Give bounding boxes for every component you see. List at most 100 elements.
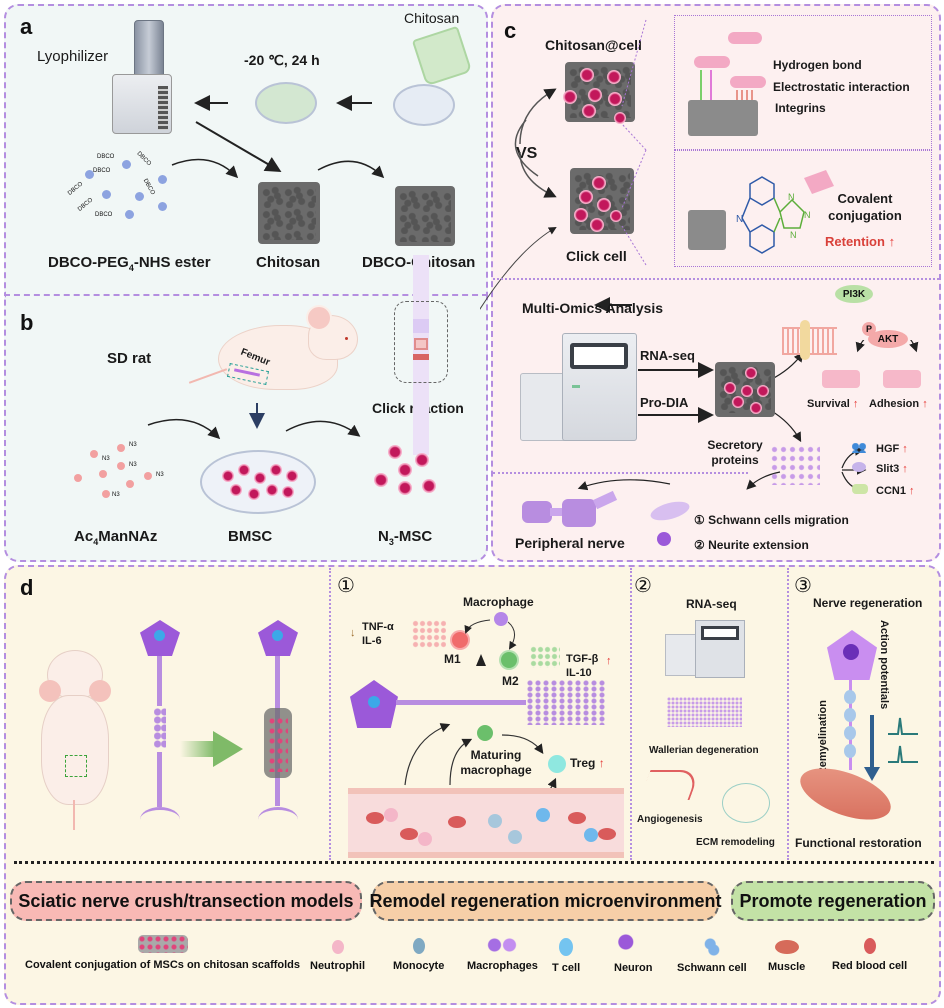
- sub2-number: ②: [634, 575, 652, 597]
- effect-neurite-extension: ② Neurite extension: [694, 538, 809, 552]
- dbco-peg-nhs-label: DBCO-PEG4-NHS ester: [48, 254, 211, 273]
- balance-icon: [476, 654, 486, 666]
- interaction-integrins: Integrins: [775, 101, 826, 115]
- n3-msc-cells: [360, 435, 450, 515]
- panel-c-arrows: [480, 19, 647, 313]
- petri-dish-empty-icon: [393, 84, 455, 126]
- sub2-divider: [630, 568, 632, 860]
- petri-dish-green-icon: [255, 82, 317, 124]
- ac4mannaz-label: Ac4ManNAz: [74, 528, 158, 547]
- panel-a-label: a: [20, 14, 33, 39]
- treg-icon: [548, 755, 566, 773]
- macrophage-label: Macrophage: [463, 595, 534, 609]
- pill-remodel-microenvironment: Remodel regeneration microenvironment: [369, 881, 722, 921]
- rna-seq-label: RNA-seq: [640, 348, 695, 363]
- treg-label: Treg ↑: [570, 756, 605, 770]
- macrophage-icon: [494, 612, 508, 626]
- arrow-bmsc-to-n3msc: [285, 420, 361, 437]
- sub3-number: ③: [794, 575, 812, 597]
- maturing-macrophage-icon: [477, 725, 493, 741]
- m2-icon: [501, 652, 517, 668]
- blood-vessel-icon: [348, 788, 624, 858]
- secretory-label: Secretory proteins: [707, 438, 763, 467]
- cell-adhesion-illustration: [688, 28, 768, 138]
- sequencer-icon: [520, 333, 638, 443]
- sub2-rna-seq-label: RNA-seq: [686, 597, 737, 611]
- panel-c-divider-2: [493, 472, 748, 474]
- legend-neutrophil: Neutrophil: [310, 940, 365, 972]
- panel-b-arrows: [147, 403, 361, 440]
- sub2-sequencer-icon: [665, 620, 745, 678]
- legend-t-cell: T cell: [552, 938, 580, 974]
- peripheral-nerve-icon: [522, 490, 618, 530]
- legend-macrophages: Macrophages: [467, 936, 538, 972]
- triazole-structure: N N N N: [688, 170, 834, 254]
- multi-omics-label: Multi-Omics Analysis: [522, 300, 664, 316]
- adhesion-cell-icon: [883, 370, 921, 388]
- angiogenesis-label: Angiogenesis: [637, 814, 703, 825]
- sd-rat-label: SD rat: [107, 350, 152, 367]
- lyophilizer-label: Lyophilizer: [37, 48, 109, 65]
- survival-cell-icon: [822, 370, 860, 388]
- interaction-box: [674, 15, 932, 150]
- chitosan-top-label: Chitosan: [404, 10, 460, 26]
- arrow-lyophilizer-to-chitosan: [195, 121, 282, 173]
- legend-monocyte: Monocyte: [393, 938, 444, 972]
- rat-icon: [188, 305, 368, 400]
- panel-a-arrows: [171, 95, 385, 179]
- m1-icon: [452, 632, 468, 648]
- lyophilizer-icon: [112, 20, 172, 135]
- chitosan-cell-label: Chitosan@cell: [545, 37, 642, 53]
- arrow-ac4-to-bmsc: [147, 418, 221, 440]
- big-green-arrow-icon: [180, 731, 245, 767]
- n3-msc-label: N3-MSC: [378, 528, 433, 547]
- retention-label: Retention ↑: [825, 234, 896, 249]
- akt-node: AKT: [868, 330, 908, 348]
- panel-d-separator: [14, 861, 934, 864]
- injured-neuron-icon: [130, 612, 190, 842]
- m1-label: M1: [444, 652, 461, 666]
- legend-red-blood-cell: Red blood cell: [832, 938, 907, 972]
- action-potentials-label: Action potentials: [878, 620, 890, 710]
- tnf-cytokines-icon: [412, 620, 446, 648]
- svg-text:N: N: [804, 210, 811, 220]
- maturing-macrophage-label: Maturing macrophage: [460, 748, 532, 777]
- ecm-icon: [722, 783, 770, 823]
- sub1-divider: [329, 568, 331, 860]
- sub1-neuron-icon: [350, 670, 620, 740]
- adhesion-label: Adhesion ↑: [869, 398, 928, 410]
- arrow-dbco-to-chitosan: [171, 158, 239, 179]
- chitosan-label: Chitosan: [256, 254, 321, 271]
- panel-c-label: c: [504, 18, 517, 43]
- nerve-arrow: [577, 479, 671, 491]
- wallerian-label: Wallerian degeneration: [649, 745, 759, 756]
- secretory-proteins-icon: [770, 445, 820, 485]
- peripheral-nerve-label: Peripheral nerve: [515, 535, 625, 551]
- panel-b-label: b: [20, 310, 34, 335]
- functional-restoration-label: Functional restoration: [795, 836, 922, 850]
- pro-dia-label: Pro-DIA: [640, 395, 689, 410]
- dbco-chitosan-scaffold-icon: [395, 186, 455, 246]
- legend-muscle: Muscle: [768, 940, 805, 973]
- rat-topview-icon: [35, 650, 115, 830]
- svg-text:N: N: [736, 214, 743, 225]
- factor-hgf: HGF ↑: [876, 443, 908, 455]
- bmsc-label: BMSC: [228, 528, 273, 545]
- panel-c-divider: [493, 278, 939, 280]
- pill-sciatic-models: Sciatic nerve crush/transection models: [10, 881, 362, 921]
- dbco-peg-molecules: DBCO DBCO DBCO DBCO DBCO DBCO DBCO: [65, 150, 170, 225]
- covalent-box: [674, 150, 932, 267]
- neurite-icon: [657, 532, 671, 546]
- interaction-hydrogen-bond: Hydrogen bond: [773, 58, 862, 72]
- chitosan-scaffold-icon: [258, 182, 320, 244]
- pi3k-node: PI3K: [835, 285, 873, 303]
- receptor-icon: [800, 320, 810, 360]
- panel-d-label: d: [20, 575, 34, 600]
- effect-schwann-migration: ① Schwann cells migration: [694, 513, 849, 527]
- legend-schwann-cell: Schwann cell: [677, 936, 747, 974]
- svg-text:N: N: [788, 192, 795, 202]
- sub3-divider: [787, 568, 789, 860]
- click-zoom-box: [394, 301, 448, 383]
